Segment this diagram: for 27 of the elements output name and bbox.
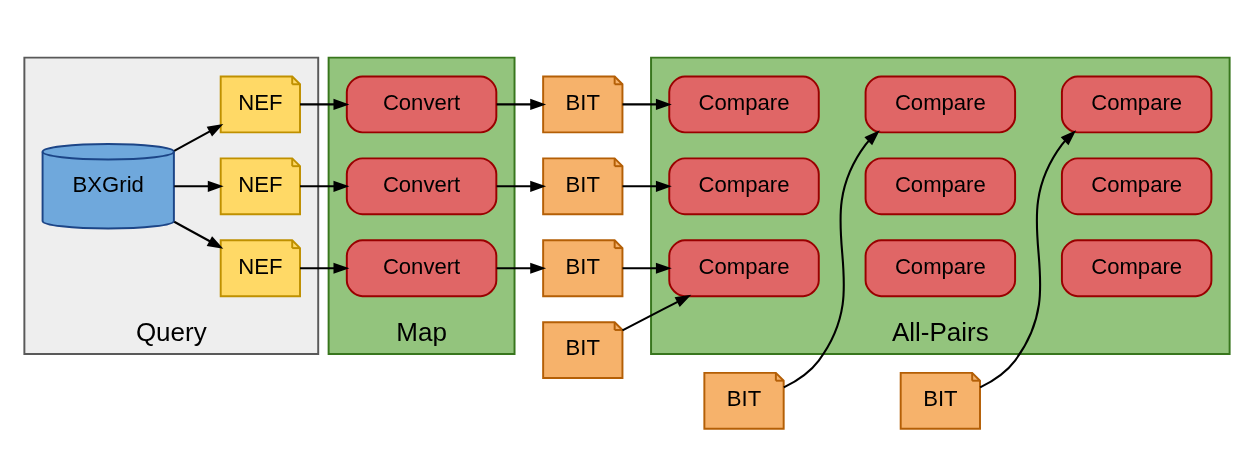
arrow [622,294,692,332]
node-box: Compare [1060,239,1213,298]
arrow [622,180,672,192]
arrow [174,180,224,192]
node-box: Compare [668,75,820,134]
node-box: Convert [345,239,498,298]
arrow [496,98,547,110]
node-box: Compare [864,239,1017,298]
arrow [300,180,350,192]
node-box: Compare [1060,75,1213,134]
node-box: Convert [345,157,498,216]
arrow [622,98,672,110]
node-box: Compare [864,157,1017,216]
node-box: Compare [668,239,820,298]
arrow [783,130,880,389]
arrow [173,220,224,249]
arrow [173,124,224,152]
arrow [622,262,672,274]
arrow [300,98,350,110]
node-box: Compare [864,75,1017,134]
arrow [496,262,547,274]
arrow [300,262,350,274]
node-box: Convert [345,75,498,134]
arrow [979,130,1077,389]
node-box: Compare [668,157,820,216]
node-box: Compare [1060,157,1213,216]
arrow [496,180,547,192]
